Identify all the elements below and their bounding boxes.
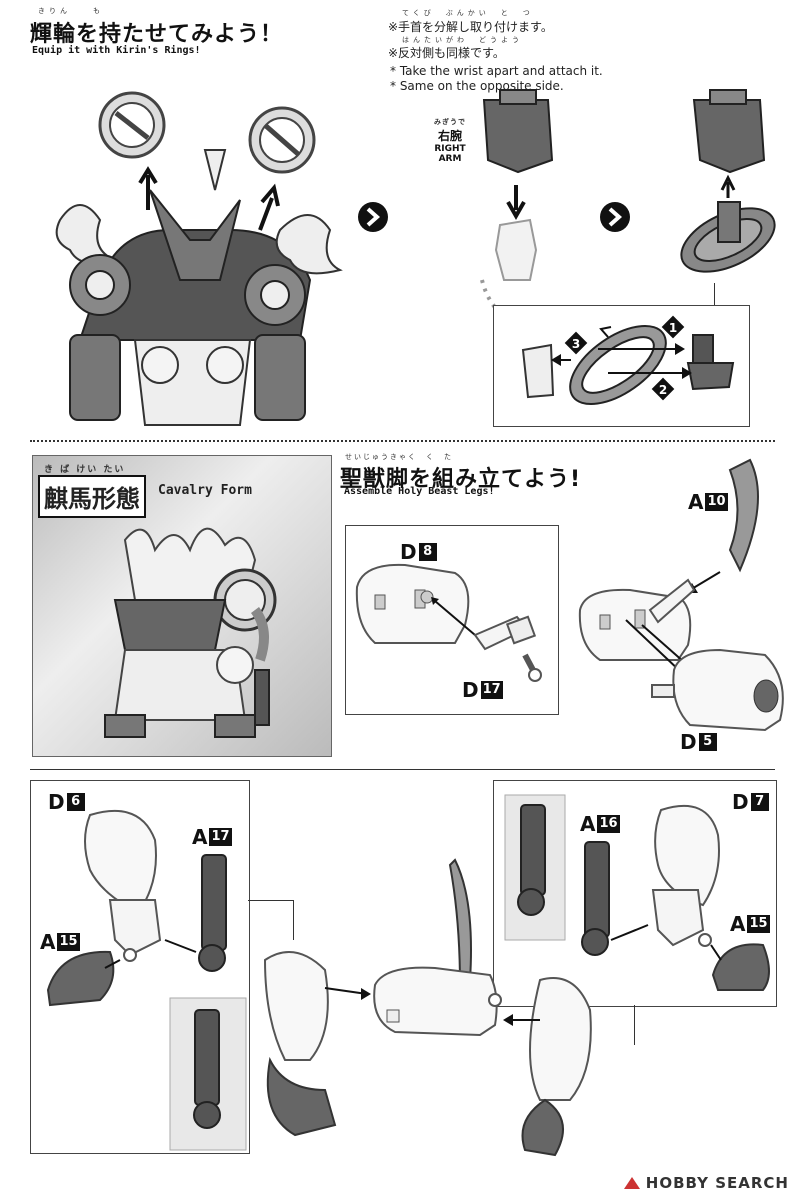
watermark: HOBBY SEARCH — [622, 1174, 789, 1192]
ring-right-icon — [248, 106, 316, 174]
d5-a10-assembly-diagram — [578, 458, 784, 732]
d8-d17-diagram — [355, 563, 542, 682]
right-leg-diagram — [504, 794, 770, 991]
right-arm-jp: 右腕 — [437, 129, 462, 143]
form-title-jp: 麒馬形態 — [38, 475, 146, 518]
svg-text:2: 2 — [659, 383, 667, 397]
robot-with-rings-illustration — [55, 91, 343, 426]
section1-title-jp: 輝輪を持たせてみよう！ — [30, 22, 284, 47]
form-ruby: き ば けい たい — [44, 465, 126, 475]
watermark-text: HOBBY SEARCH — [645, 1174, 789, 1192]
step-3-icon: 3 — [564, 331, 588, 355]
step-2-icon: 2 — [651, 377, 675, 401]
right-arm-ruby: みぎうで — [434, 118, 466, 126]
note2-ruby: はんたいがわ どうよう — [402, 36, 523, 44]
svg-text:1: 1 — [669, 321, 677, 335]
left-leg-diagram — [46, 809, 247, 1151]
section-divider — [30, 440, 775, 442]
note-jp-1: ※手首を分解し取り付けます。 — [388, 20, 553, 34]
arm-with-ring — [680, 89, 776, 273]
section2-title-ruby: せいじゅうきゃく く た — [345, 453, 453, 461]
form-title-en: Cavalry Form — [158, 483, 252, 498]
ring-left-icon — [98, 91, 166, 159]
right-arm-en: RIGHT ARM — [434, 144, 466, 164]
note-en-1: * Take the wrist apart and attach it. — [390, 64, 603, 78]
note-jp-2: ※反対側も同様です。 — [388, 46, 505, 60]
section-divider-solid — [30, 769, 775, 770]
center-leg-assembly — [263, 858, 592, 1157]
hobby-search-logo-icon — [623, 1177, 640, 1189]
right-arm-label: みぎうで 右腕 RIGHT ARM — [428, 117, 472, 164]
section2-title-jp: 聖獣脚を組み立てよう! — [340, 467, 582, 492]
section2-title-en: Assemble Holy Beast Legs! — [344, 486, 495, 497]
notes-ruby: てくび ぶんかい と つ — [402, 9, 534, 17]
next-arrow-icon — [358, 202, 388, 232]
right-arm-part — [480, 89, 554, 322]
cavalry-form-illustration — [104, 527, 277, 738]
svg-text:3: 3 — [572, 337, 580, 351]
title-ruby: きりん も — [38, 7, 104, 15]
wrist-detail-diagram: 1 2 3 — [521, 315, 735, 406]
section1-title-en: Equip it with Kirin's Rings! — [32, 45, 201, 56]
next-arrow-icon — [600, 202, 630, 232]
